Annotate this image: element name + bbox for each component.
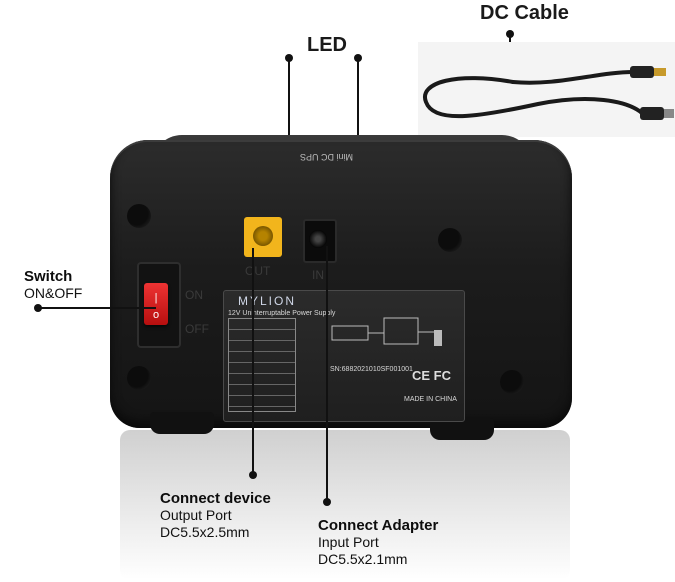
foot-right: [430, 418, 494, 440]
input-port-label: IN: [312, 268, 324, 282]
screw-top-left: [127, 204, 151, 228]
output-port-hole: [253, 226, 273, 246]
switch-off-mark: o: [152, 309, 160, 321]
connect-device-line2: DC5.5x2.5mm: [160, 524, 250, 540]
wiring-diagram-icon: [331, 317, 442, 346]
output-callout-line: [252, 248, 254, 474]
output-callout-dot: [249, 471, 257, 479]
serial-number: SN:6882021010SF001001: [330, 366, 413, 373]
connect-adapter-line1: Input Port: [318, 534, 379, 550]
screw-bottom-right: [500, 370, 524, 394]
made-in-china: MADE IN CHINA: [404, 396, 457, 403]
led-label: LED: [307, 34, 347, 56]
switch-on-label: ON: [185, 288, 203, 302]
spec-table: [228, 318, 296, 412]
screw-bottom-left: [127, 366, 151, 390]
input-callout-line: [326, 246, 328, 500]
connect-adapter-title: Connect Adapter: [318, 517, 439, 534]
spec-sticker: [223, 290, 465, 422]
dc-cable-photo: [418, 42, 675, 137]
connect-device-line1: Output Port: [160, 507, 232, 523]
connect-adapter-line2: DC5.5x2.1mm: [318, 551, 408, 567]
connect-device-title: Connect device: [160, 490, 271, 507]
input-port-hole: [309, 230, 327, 248]
output-port-label: OUT: [245, 264, 271, 278]
switch-callout-title: Switch: [24, 268, 73, 285]
device-reflection: [120, 430, 570, 580]
device-top-label: Mini DC UPS: [300, 152, 354, 162]
ce-fc-marks: CE FC: [412, 368, 451, 383]
brand-logo: MYLION: [238, 294, 297, 308]
led-line-1: [288, 58, 290, 160]
sticker-subtitle: 12V Uninterruptable Power Supply: [228, 310, 336, 317]
screw-top-right: [438, 228, 462, 252]
input-callout-dot: [323, 498, 331, 506]
switch-callout-sub: ON&OFF: [24, 285, 83, 301]
power-switch[interactable]: [144, 283, 168, 325]
switch-off-label: OFF: [185, 322, 209, 336]
switch-callout-line: [38, 307, 156, 309]
foot-left: [150, 412, 214, 434]
led-line-2: [357, 58, 359, 170]
dc-cable-icon: [423, 66, 674, 120]
switch-on-mark: |: [154, 292, 158, 304]
dc-cable-label: DC Cable: [480, 2, 569, 24]
